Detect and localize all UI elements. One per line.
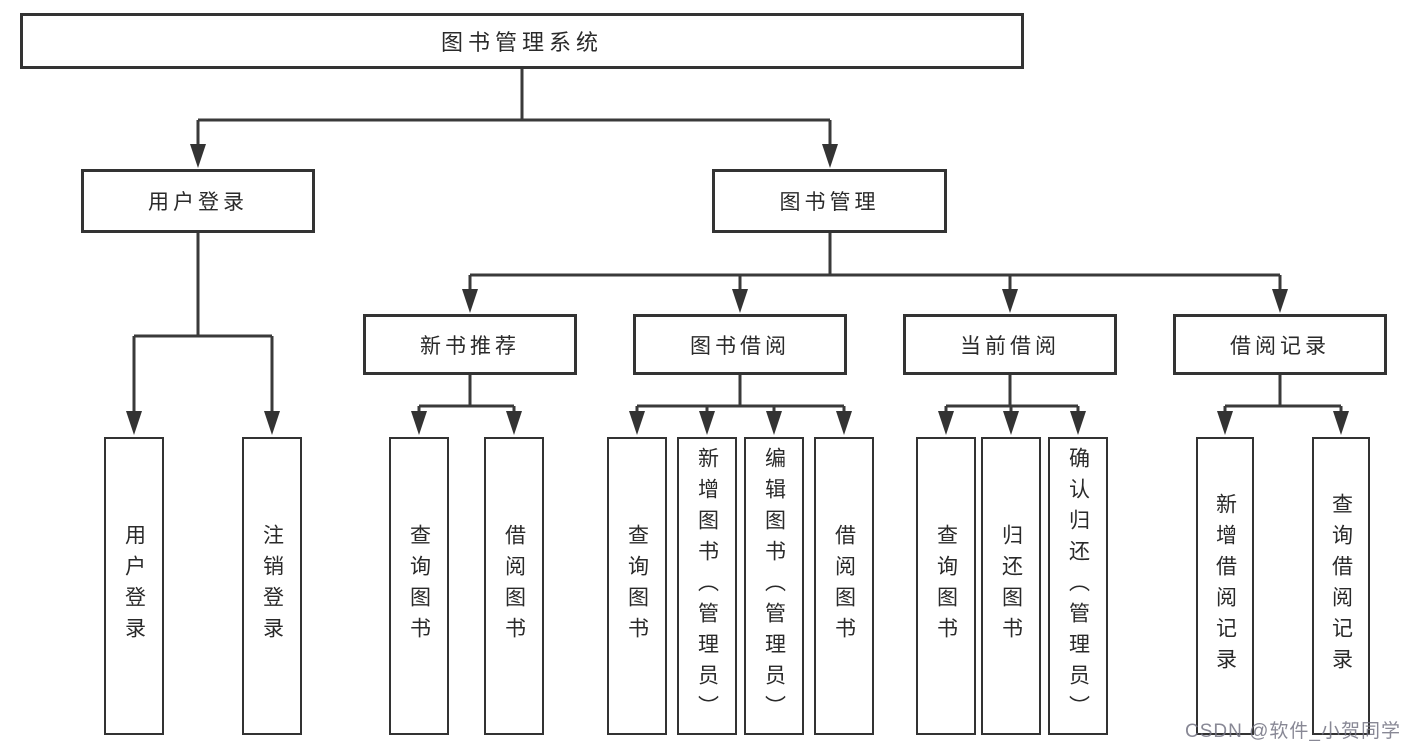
node-new-book-recommendation: 新书推荐 (363, 314, 577, 375)
arrow-down-icon (264, 411, 280, 435)
leaf-query-borrow-record: 查询借阅记录 (1312, 437, 1370, 735)
leaf-return-books: 归还图书 (981, 437, 1041, 735)
leaf-borrow-books-recommend-label: 借阅图书 (502, 524, 526, 648)
arrow-down-icon (732, 289, 748, 313)
arrow-down-icon (766, 411, 782, 435)
arrow-down-icon (462, 289, 478, 313)
node-book-borrowing: 图书借阅 (633, 314, 847, 375)
node-current-borrowing: 当前借阅 (903, 314, 1117, 375)
leaf-query-books-current: 查询图书 (916, 437, 976, 735)
leaf-user-login: 用户登录 (104, 437, 164, 735)
node-book-borrowing-label: 图书借阅 (690, 334, 790, 358)
leaf-query-books-borrowing-label: 查询图书 (625, 524, 649, 648)
connector-book-management-to-level3 (462, 233, 1288, 313)
leaf-borrow-books-label: 借阅图书 (832, 524, 856, 648)
leaf-query-books-current-label: 查询图书 (934, 524, 958, 648)
node-borrowing-records-label: 借阅记录 (1230, 334, 1330, 358)
node-root-label: 图书管理系统 (440, 30, 603, 55)
arrow-down-icon (1333, 411, 1349, 435)
node-current-borrowing-label: 当前借阅 (960, 334, 1060, 358)
arrow-down-icon (699, 411, 715, 435)
leaf-add-books-admin: 新增图书（管理员） (677, 437, 737, 735)
leaf-return-books-label: 归还图书 (999, 524, 1023, 648)
connector-borrowing-records-to-leaves (1217, 375, 1349, 435)
arrow-down-icon (836, 411, 852, 435)
connector-new-book-to-leaves (411, 375, 522, 435)
leaf-logout: 注销登录 (242, 437, 302, 735)
leaf-borrow-books-recommend: 借阅图书 (484, 437, 544, 735)
leaf-add-borrow-record-label: 新增借阅记录 (1213, 493, 1237, 679)
node-root: 图书管理系统 (20, 13, 1024, 69)
leaf-edit-books-admin: 编辑图书（管理员） (744, 437, 804, 735)
arrow-down-icon (822, 144, 838, 168)
connector-book-borrowing-to-leaves (629, 375, 852, 435)
leaf-add-borrow-record: 新增借阅记录 (1196, 437, 1254, 735)
leaf-logout-label: 注销登录 (260, 524, 284, 648)
connector-current-borrowing-to-leaves (938, 375, 1086, 435)
leaf-query-books-recommend-label: 查询图书 (407, 524, 431, 648)
arrow-down-icon (1070, 411, 1086, 435)
node-new-book-recommendation-label: 新书推荐 (420, 334, 520, 358)
leaf-add-books-admin-label: 新增图书（管理员） (695, 446, 719, 726)
node-book-management-label: 图书管理 (779, 191, 880, 214)
leaf-query-borrow-record-label: 查询借阅记录 (1329, 493, 1353, 679)
leaf-edit-books-admin-label: 编辑图书（管理员） (762, 446, 786, 726)
watermark: CSDN @软件_小贺同学 (1185, 721, 1401, 742)
leaf-confirm-return-admin: 确认归还（管理员） (1048, 437, 1108, 735)
leaf-query-books-borrowing: 查询图书 (607, 437, 667, 735)
connector-root-to-level2 (190, 69, 838, 168)
node-user-login-label: 用户登录 (148, 191, 248, 214)
node-user-login: 用户登录 (81, 169, 315, 233)
connector-user-login-to-leaves (126, 233, 280, 435)
arrow-down-icon (190, 144, 206, 168)
arrow-down-icon (629, 411, 645, 435)
leaf-query-books-recommend: 查询图书 (389, 437, 449, 735)
node-book-management: 图书管理 (712, 169, 947, 233)
leaf-user-login-label: 用户登录 (122, 524, 146, 648)
leaf-confirm-return-admin-label: 确认归还（管理员） (1066, 446, 1090, 726)
arrow-down-icon (411, 411, 427, 435)
arrow-down-icon (938, 411, 954, 435)
arrow-down-icon (1217, 411, 1233, 435)
arrow-down-icon (1272, 289, 1288, 313)
node-borrowing-records: 借阅记录 (1173, 314, 1387, 375)
arrow-down-icon (1003, 411, 1019, 435)
arrow-down-icon (126, 411, 142, 435)
arrow-down-icon (506, 411, 522, 435)
leaf-borrow-books: 借阅图书 (814, 437, 874, 735)
arrow-down-icon (1002, 289, 1018, 313)
